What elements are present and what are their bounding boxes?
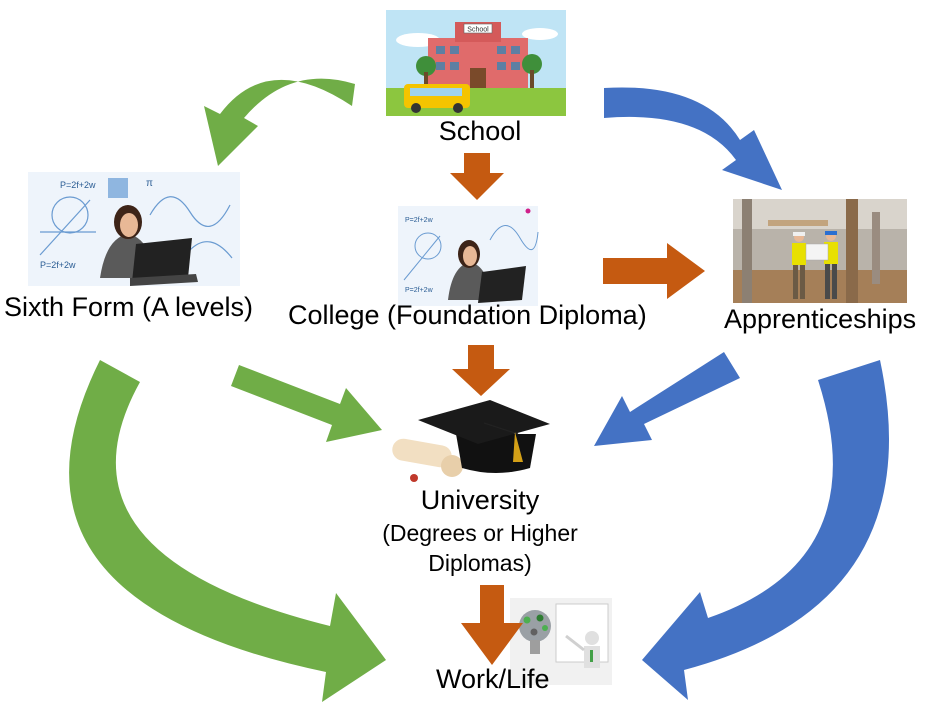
work-life-label: Work/Life xyxy=(436,664,550,695)
school-label: School xyxy=(380,116,580,147)
school-to-apprenticeships-arrow xyxy=(604,87,782,190)
svg-text:P=2f+2w: P=2f+2w xyxy=(405,217,434,224)
university-label: University xyxy=(360,485,600,516)
apprenticeship-workers-image xyxy=(733,199,907,303)
apprenticeships-to-university-arrow xyxy=(594,352,740,446)
university-sublabel: (Degrees or Higher Diplomas) xyxy=(360,519,600,579)
college-to-apprenticeships-arrow xyxy=(603,243,705,299)
college-student-image: P=2f+2w P=2f+2w xyxy=(398,206,538,306)
school-to-sixth-form-arrow xyxy=(204,79,355,166)
svg-text:School: School xyxy=(467,27,489,34)
school-building-image: School xyxy=(386,10,566,116)
sixth-form-to-university-arrow xyxy=(231,365,382,442)
college-label: College (Foundation Diploma) xyxy=(288,300,647,331)
sixth-form-student-image: P=2f+2w P=2f+2w π xyxy=(28,172,240,286)
school-to-college-arrow xyxy=(450,153,504,200)
svg-text:P=2f+2w: P=2f+2w xyxy=(60,180,96,190)
svg-text:π: π xyxy=(146,178,153,189)
svg-text:P=2f+2w: P=2f+2w xyxy=(405,287,434,294)
apprenticeships-to-work-arrow xyxy=(642,360,889,700)
svg-text:P=2f+2w: P=2f+2w xyxy=(40,260,76,270)
graduation-cap-image xyxy=(391,400,550,482)
blue-arrows xyxy=(594,87,889,700)
college-to-university-arrow xyxy=(452,345,510,396)
apprenticeships-label: Apprenticeships xyxy=(724,304,916,335)
sixth-form-label: Sixth Form (A levels) xyxy=(4,292,253,323)
